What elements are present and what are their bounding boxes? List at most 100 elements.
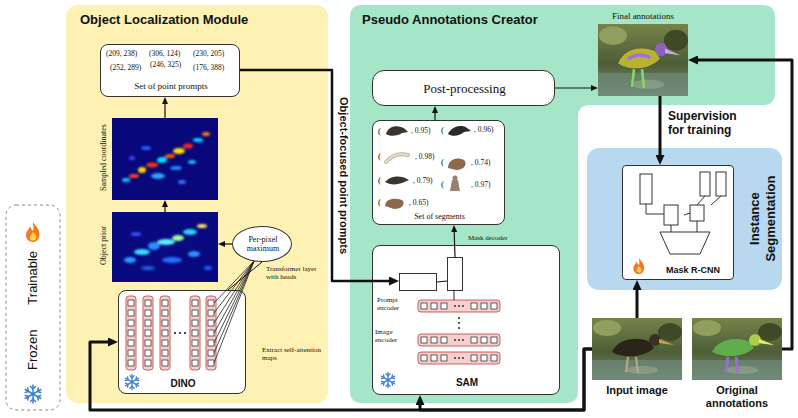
node-text-holder: Object prior [99,196,108,296]
node-text-holder: , 0.74) [471,159,503,168]
node-text-holder: , 0.96) [474,126,504,135]
node-text: ( [378,126,386,136]
decoder-box: Mask decoder [447,257,463,291]
node-text-holder: ( [378,197,386,207]
dino-box: DINO [118,290,246,394]
node-text: (230, 205) [193,50,237,59]
node-text-holder: Mask R-CNN [653,265,733,276]
node-text: , 0.96) [474,126,504,135]
node-text: , 0.74) [471,159,503,168]
node-text: , 0.65) [409,199,441,208]
node-text-holder: Post-processing [373,81,556,97]
connector [240,70,393,281]
node-text-holder: Per-pixel maximum [235,235,291,253]
node-text: Post-processing [373,81,556,97]
edge-label-holder: Supervision for training [668,109,748,138]
encoder-box: Prompt encoder [399,273,437,291]
node-text-holder: Instance Segmentation [747,169,778,269]
node-text-holder: Prompt encoder [377,296,417,312]
node-text: (209, 238) [106,50,146,59]
legend-text: Trainable [25,228,41,328]
node-text: Pseudo Annotations Creator [362,12,622,28]
node-text-holder: Set of point prompts [101,81,241,91]
node-text: Mask decoder [468,234,528,242]
node-text-holder: ( [378,175,386,185]
connector [164,101,165,118]
node-text: Set of point prompts [101,81,241,91]
node-text: Input image [587,384,687,397]
node-text-holder: ( [441,179,449,189]
connector [164,204,165,212]
node-text: ( [441,125,449,135]
legend-text-holder: Trainable [25,228,41,328]
node-text-holder: , 0.95) [411,127,443,136]
connector [454,229,456,257]
connector [694,60,792,349]
node-text: Final annotations [588,11,698,21]
node-text-holder: Mask decoder [468,234,528,242]
process-box: Post-processing [372,70,555,106]
edge-label-holder: Object-focused point prompts [336,81,349,271]
node-text-holder: DINO [119,378,247,390]
connector [437,281,447,282]
node-text: Instance Segmentation [747,169,778,269]
edge-label: Supervision for training [668,109,748,138]
node-text-holder: , 0.97) [471,181,503,190]
node-text: , 0.95) [411,127,443,136]
annotation-label: Extract self-attention maps [262,346,326,362]
node-text: (252, 289) [110,64,150,73]
connector [636,286,639,318]
connector [434,110,435,120]
connector [420,349,592,410]
node-text: (176, 388) [193,64,237,73]
node-text-holder: Final annotations [588,11,698,21]
annotation-label: Transformer layer with heads [266,265,326,281]
node-text-holder: ( [378,126,386,136]
node-text-holder: ( [441,157,449,167]
node-text: Original annotations [687,384,787,410]
node-text: SAM [373,377,561,389]
node-text-holder: ( [441,125,449,135]
connector [90,342,592,410]
connector [228,262,262,290]
node-text: Sampled coordinates [99,108,108,208]
annotation-label-holder: Image encoder [375,328,415,344]
node-text: (246, 325) [150,61,190,70]
edge-label: Object-focused point prompts [336,81,349,271]
annotation-label: Image encoder [375,328,415,344]
node-text: Mask R-CNN [653,265,733,276]
node-text: , 0.79) [413,177,445,186]
node-text-holder: (176, 388) [193,64,237,73]
node-text: ( [441,157,449,167]
max-ellipse: Per-pixel maximum [232,226,292,262]
node-text-holder: (246, 325) [150,61,190,70]
annotation-label-holder: Extract self-attention maps [262,346,326,362]
node-text-holder: (230, 205) [193,50,237,59]
annotation-label-holder: Transformer layer with heads [266,265,326,281]
node-text: , 0.97) [471,181,503,190]
connector [222,243,232,244]
node-text: ( [441,179,449,189]
node-text: ( [378,175,386,185]
node-text: (306, 124) [149,50,189,59]
node-text: ( [378,197,386,207]
node-text-holder: ( [378,151,386,161]
node-text-holder: Sampled coordinates [99,108,108,208]
node-text: Set of segments [373,212,506,221]
connector [555,87,594,88]
node-text-holder: , 0.65) [409,199,441,208]
node-text: ( [378,151,386,161]
prompt-set-box: (209, 238)(306, 124) (230, 205) (252, 289)… [100,44,240,97]
node-text-holder: Original annotations [687,384,787,410]
connector [659,96,662,159]
segmentation-panel: Instance SegmentationMask R-CNN [587,148,782,290]
node-text: Per-pixel maximum [235,235,291,253]
node-text: Prompt encoder [377,296,417,312]
node-text-holder: (209, 238) [106,50,146,59]
node-text: Object Localization Module [80,12,320,28]
node-text-holder: Pseudo Annotations Creator [362,12,622,28]
node-text-holder: SAM [373,377,561,389]
node-text-holder: Input image [587,384,687,397]
